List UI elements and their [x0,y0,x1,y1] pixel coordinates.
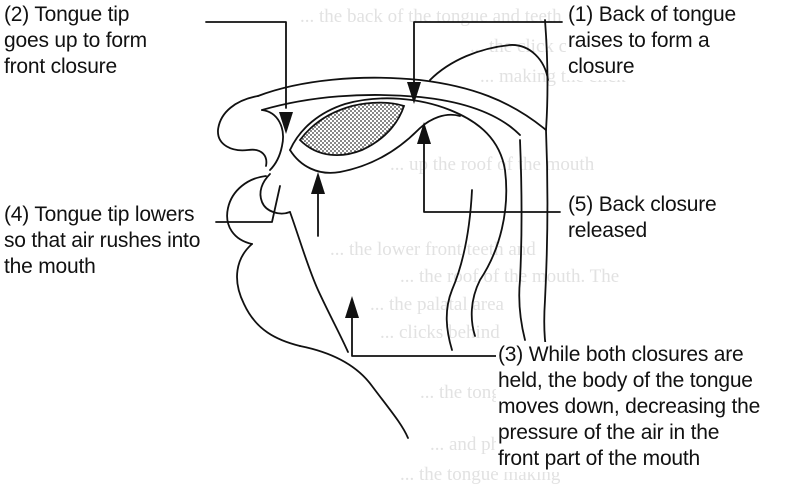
arrow-up-5 [417,122,431,144]
upper-teeth [262,110,283,170]
label-line: raises to form a [568,28,736,54]
label-both-closures-held: (3) While both closures are held, the bo… [496,342,762,472]
label-line: goes up to form [4,28,147,54]
label-line: the mouth [4,254,200,280]
label-back-of-tongue: (1) Back of tongue raises to form a clos… [566,2,738,80]
label-line: pressure of the air in the [498,420,760,446]
jaw-underside [300,346,408,438]
label-back-closure-released: (5) Back closure released [566,192,719,244]
label-line: front closure [4,54,147,80]
arrow-down-2 [279,112,293,134]
leader-3 [352,318,498,356]
tongue-root [447,190,472,350]
label-line: (5) Back closure [568,192,717,218]
label-line: moves down, decreasing the [498,394,760,420]
label-line: so that air rushes into [4,228,200,254]
label-line: held, the body of the tongue [498,368,760,394]
chin [237,244,300,346]
closure-region [300,103,404,156]
upper-lip [218,96,266,166]
leader-2 [206,22,286,108]
label-line: (2) Tongue tip [4,2,147,28]
jaw-inner [290,212,348,352]
label-tongue-tip-lowers: (4) Tongue tip lowers so that air rushes… [2,202,202,280]
label-line: closure [568,54,736,80]
label-line: front part of the mouth [498,446,760,472]
leader-4 [216,186,280,222]
pharynx-back-wall [544,130,550,368]
pharynx-line-2 [519,140,525,340]
arrow-up-4 [311,172,325,194]
lower-lip [227,176,266,244]
label-tongue-tip-up: (2) Tongue tip goes up to form front clo… [2,2,149,80]
label-line: (4) Tongue tip lowers [4,202,200,228]
label-line: released [568,218,717,244]
nasal-contour [430,45,548,80]
leader-5 [424,132,560,212]
label-line: (1) Back of tongue [568,2,736,28]
label-line: (3) While both closures are [498,342,760,368]
arrow-up-3 [345,296,359,318]
